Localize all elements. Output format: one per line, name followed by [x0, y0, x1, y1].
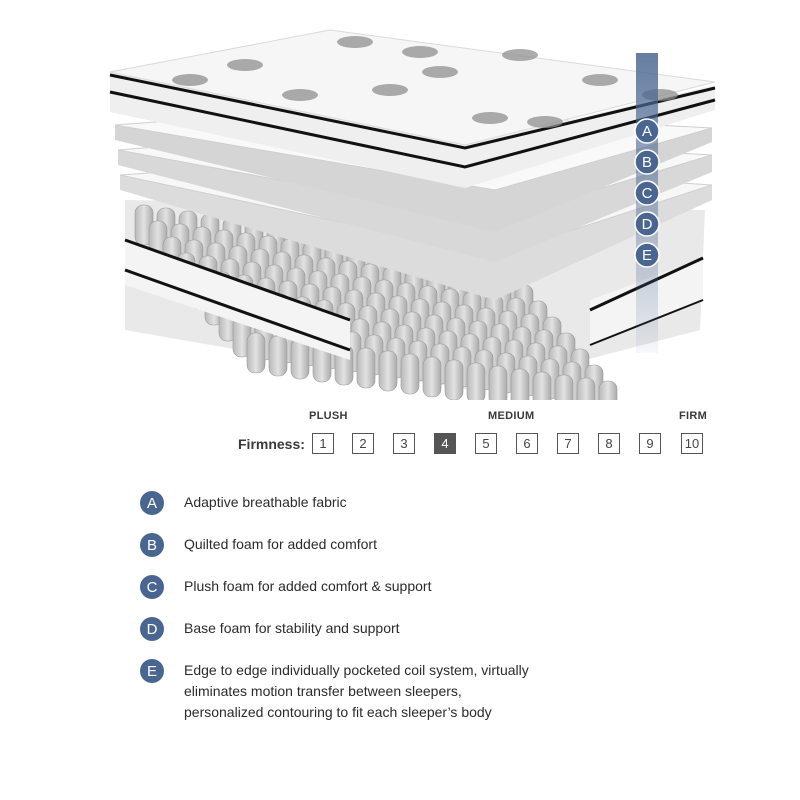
firmness-box-8: 8 — [598, 433, 620, 454]
coil — [246, 332, 266, 374]
firmness-box-2: 2 — [352, 433, 374, 454]
layer-badge-c — [634, 180, 660, 206]
legend-line: Base foam for stability and support — [184, 620, 400, 636]
legend-line: Quilted foam for added comfort — [184, 536, 377, 552]
quilt-flower — [582, 74, 618, 86]
legend-description: Plush foam for added comfort & support — [184, 576, 431, 597]
coil — [510, 368, 530, 400]
legend-line: personalized contouring to fit each slee… — [184, 704, 492, 720]
layer-badge-b — [634, 149, 660, 175]
coil — [532, 371, 552, 400]
legend-description: Adaptive breathable fabric — [184, 492, 347, 513]
coil — [356, 347, 376, 389]
legend-line: Adaptive breathable fabric — [184, 494, 347, 510]
layer-badge-e — [634, 242, 660, 268]
coil — [554, 374, 574, 400]
layer-badge-a — [634, 118, 660, 144]
legend-line: Edge to edge individually pocketed coil … — [184, 662, 529, 678]
legend-description: Base foam for stability and support — [184, 618, 400, 639]
firmness-box-7: 7 — [557, 433, 579, 454]
firmness-box-5: 5 — [475, 433, 497, 454]
legend-badge: B — [140, 533, 164, 557]
scale-medium-label: MEDIUM — [488, 410, 535, 422]
firmness-label: Firmness: — [238, 436, 305, 452]
layer-badge-letter: E — [642, 247, 652, 264]
layer-badge-d — [634, 211, 660, 237]
legend-line: eliminates motion transfer between sleep… — [184, 683, 462, 699]
firmness-box-4: 4 — [434, 433, 456, 454]
legend-description: Quilted foam for added comfort — [184, 534, 377, 555]
legend-item-e: E Edge to edge individually pocketed coil… — [140, 659, 529, 723]
quilt-flower — [372, 84, 408, 96]
top-quilted-layer — [109, 29, 716, 188]
scale-plush-label: PLUSH — [309, 410, 348, 422]
coil — [576, 377, 596, 400]
legend-item-c: C Plush foam for added comfort & support — [140, 575, 431, 599]
coil — [488, 365, 508, 400]
firmness-box-10: 10 — [681, 433, 703, 454]
layer-badge-letter: A — [642, 123, 652, 140]
coil — [466, 362, 486, 400]
firmness-box-9: 9 — [639, 433, 661, 454]
coil — [268, 335, 288, 377]
firmness-box-3: 3 — [393, 433, 415, 454]
legend-description: Edge to edge individually pocketed coil … — [184, 660, 529, 723]
legend-badge: C — [140, 575, 164, 599]
coil — [444, 359, 464, 400]
coil — [422, 356, 442, 398]
quilt-flower — [502, 49, 538, 61]
quilt-flower — [422, 66, 458, 78]
legend-item-b: B Quilted foam for added comfort — [140, 533, 377, 557]
layer-badge-letter: D — [642, 216, 653, 233]
quilt-flower — [172, 74, 208, 86]
legend-badge: A — [140, 491, 164, 515]
legend-badge: D — [140, 617, 164, 641]
legend-item-d: D Base foam for stability and support — [140, 617, 400, 641]
quilt-flower — [527, 116, 563, 128]
quilt-flower — [472, 112, 508, 124]
quilt-flower — [227, 59, 263, 71]
firmness-box-6: 6 — [516, 433, 538, 454]
legend-line: Plush foam for added comfort & support — [184, 578, 432, 594]
coil — [400, 353, 420, 395]
coil — [598, 380, 618, 400]
layer-badge-letter: B — [642, 154, 652, 171]
firmness-box-1: 1 — [312, 433, 334, 454]
quilt-flower — [282, 89, 318, 101]
legend-badge: E — [140, 659, 164, 683]
coil — [378, 350, 398, 392]
layer-badge-letter: C — [642, 185, 653, 202]
scale-firm-label: FIRM — [679, 410, 708, 422]
legend-item-a: A Adaptive breathable fabric — [140, 491, 347, 515]
quilt-flower — [402, 46, 438, 58]
quilt-flower — [337, 36, 373, 48]
